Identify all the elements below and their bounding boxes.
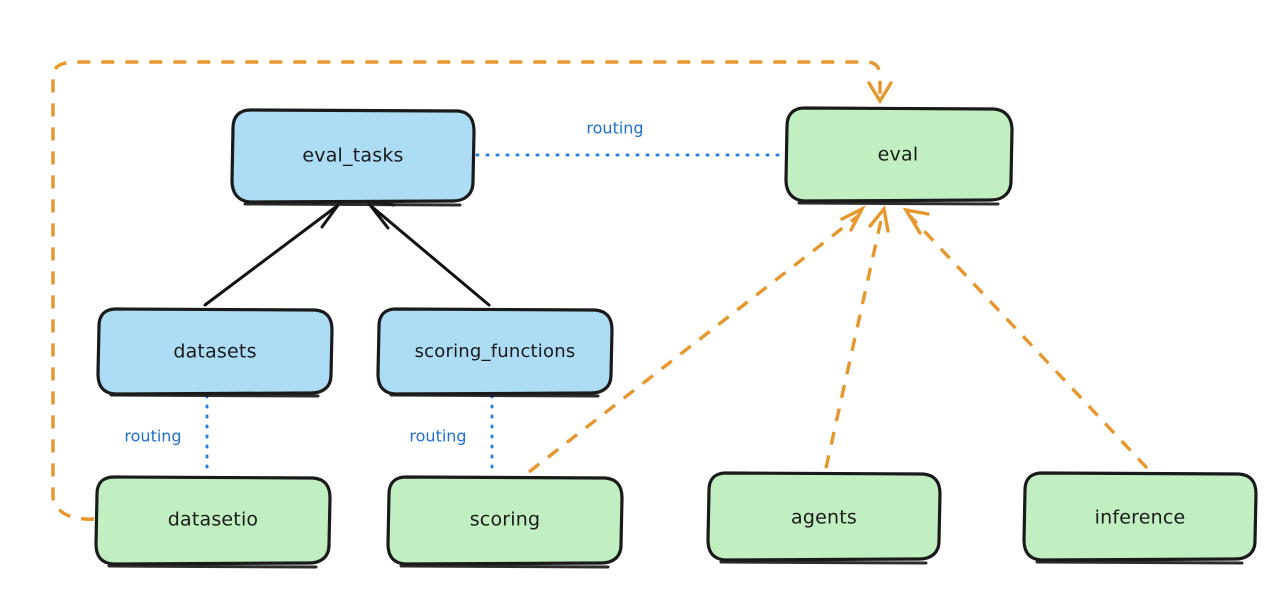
node-scoring[interactable]: scoring <box>386 475 624 569</box>
edge-scoring-functions-to-scoring: routing <box>409 394 494 476</box>
edge-label-routing-top: routing <box>586 119 643 138</box>
nodes-layer: eval_tasks eval datasets scoring_functio… <box>94 106 1258 569</box>
edge-eval-tasks-to-eval: routing <box>475 119 786 157</box>
node-scoring-functions[interactable]: scoring_functions <box>376 307 614 398</box>
node-agents[interactable]: agents <box>706 471 942 565</box>
edge-datasets-to-eval-tasks <box>203 199 345 307</box>
edge-label-routing-scoring-functions: routing <box>409 427 466 446</box>
edges-layer: routing routing routing <box>51 60 1149 521</box>
node-eval-tasks[interactable]: eval_tasks <box>230 108 476 207</box>
node-eval[interactable]: eval <box>784 106 1014 206</box>
node-datasetio[interactable]: datasetio <box>94 475 332 569</box>
edge-scoring-to-eval <box>527 205 866 474</box>
node-label-inference: inference <box>1095 507 1186 529</box>
edge-scoring-functions-to-eval-tasks <box>363 198 491 307</box>
node-label-scoring-functions: scoring_functions <box>415 341 576 362</box>
edge-agents-to-eval <box>824 205 890 469</box>
node-label-scoring: scoring <box>470 509 541 531</box>
edge-inference-to-eval <box>902 207 1149 470</box>
edge-datasets-to-datasetio: routing <box>124 394 209 476</box>
edge-label-routing-datasets: routing <box>124 427 181 446</box>
node-inference[interactable]: inference <box>1022 471 1258 565</box>
node-label-eval-tasks: eval_tasks <box>302 145 403 167</box>
node-label-agents: agents <box>791 507 857 529</box>
edge-datasetio-to-eval <box>51 60 893 521</box>
node-label-datasets: datasets <box>173 341 256 363</box>
node-label-datasetio: datasetio <box>168 509 259 531</box>
node-datasets[interactable]: datasets <box>96 307 334 398</box>
node-label-eval: eval <box>878 144 919 166</box>
